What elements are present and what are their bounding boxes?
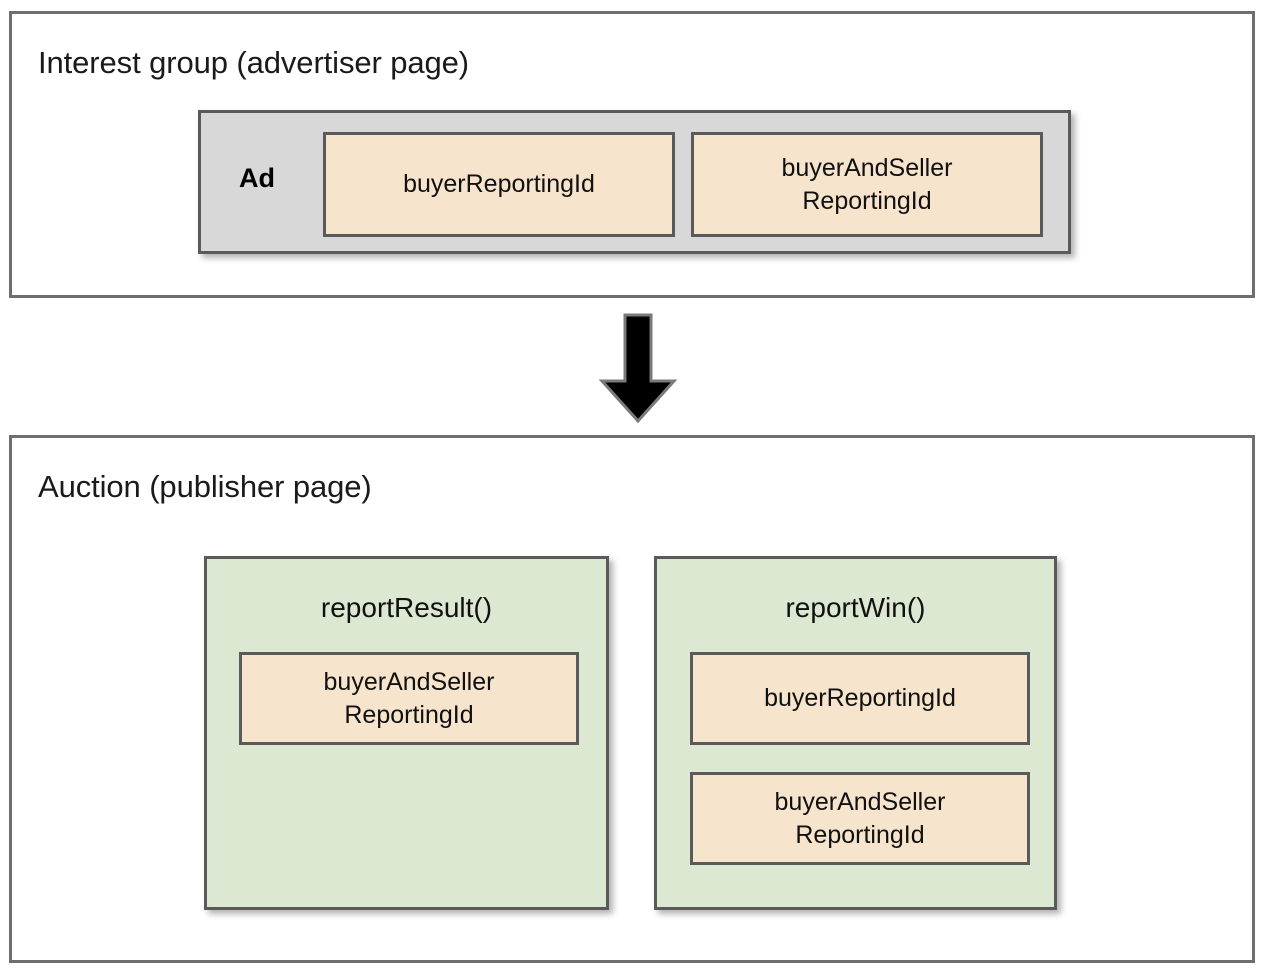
function-title-report-win: reportWin(): [785, 592, 926, 623]
field-line: ReportingId: [795, 820, 925, 849]
field-line: buyerAndSeller: [781, 153, 953, 182]
field-line: ReportingId: [344, 700, 474, 729]
ad-label: Ad: [239, 163, 275, 193]
field-buyer-reporting-id: buyerReportingId: [690, 652, 1030, 745]
field-buyer-and-seller-reporting-id: buyerAndSeller ReportingId: [690, 772, 1030, 865]
section-interest-group: Interest group (advertiser page) Ad buye…: [9, 11, 1255, 298]
field-line: buyerReportingId: [403, 170, 595, 198]
field-buyer-and-seller-reporting-id: buyerAndSeller ReportingId: [239, 652, 579, 745]
field-buyer-reporting-id: buyerReportingId: [323, 132, 675, 237]
down-arrow-icon: [598, 313, 678, 423]
section-title-auction: Auction (publisher page): [38, 469, 372, 504]
ad-container: Ad buyerReportingId buyerAndSeller Repor…: [198, 110, 1071, 254]
field-buyer-and-seller-reporting-id: buyerAndSeller ReportingId: [691, 132, 1043, 237]
field-line: buyerReportingId: [764, 684, 956, 712]
field-line: buyerAndSeller: [323, 667, 495, 696]
section-title-interest-group: Interest group (advertiser page): [38, 45, 470, 80]
section-auction: Auction (publisher page) reportResult() …: [9, 435, 1255, 963]
field-line: ReportingId: [802, 186, 932, 215]
field-line: buyerAndSeller: [774, 787, 946, 816]
function-title-report-result: reportResult(): [320, 592, 493, 623]
function-box-report-win: reportWin() buyerReportingId buyerAndSel…: [654, 556, 1057, 910]
function-box-report-result: reportResult() buyerAndSeller ReportingI…: [204, 556, 609, 910]
